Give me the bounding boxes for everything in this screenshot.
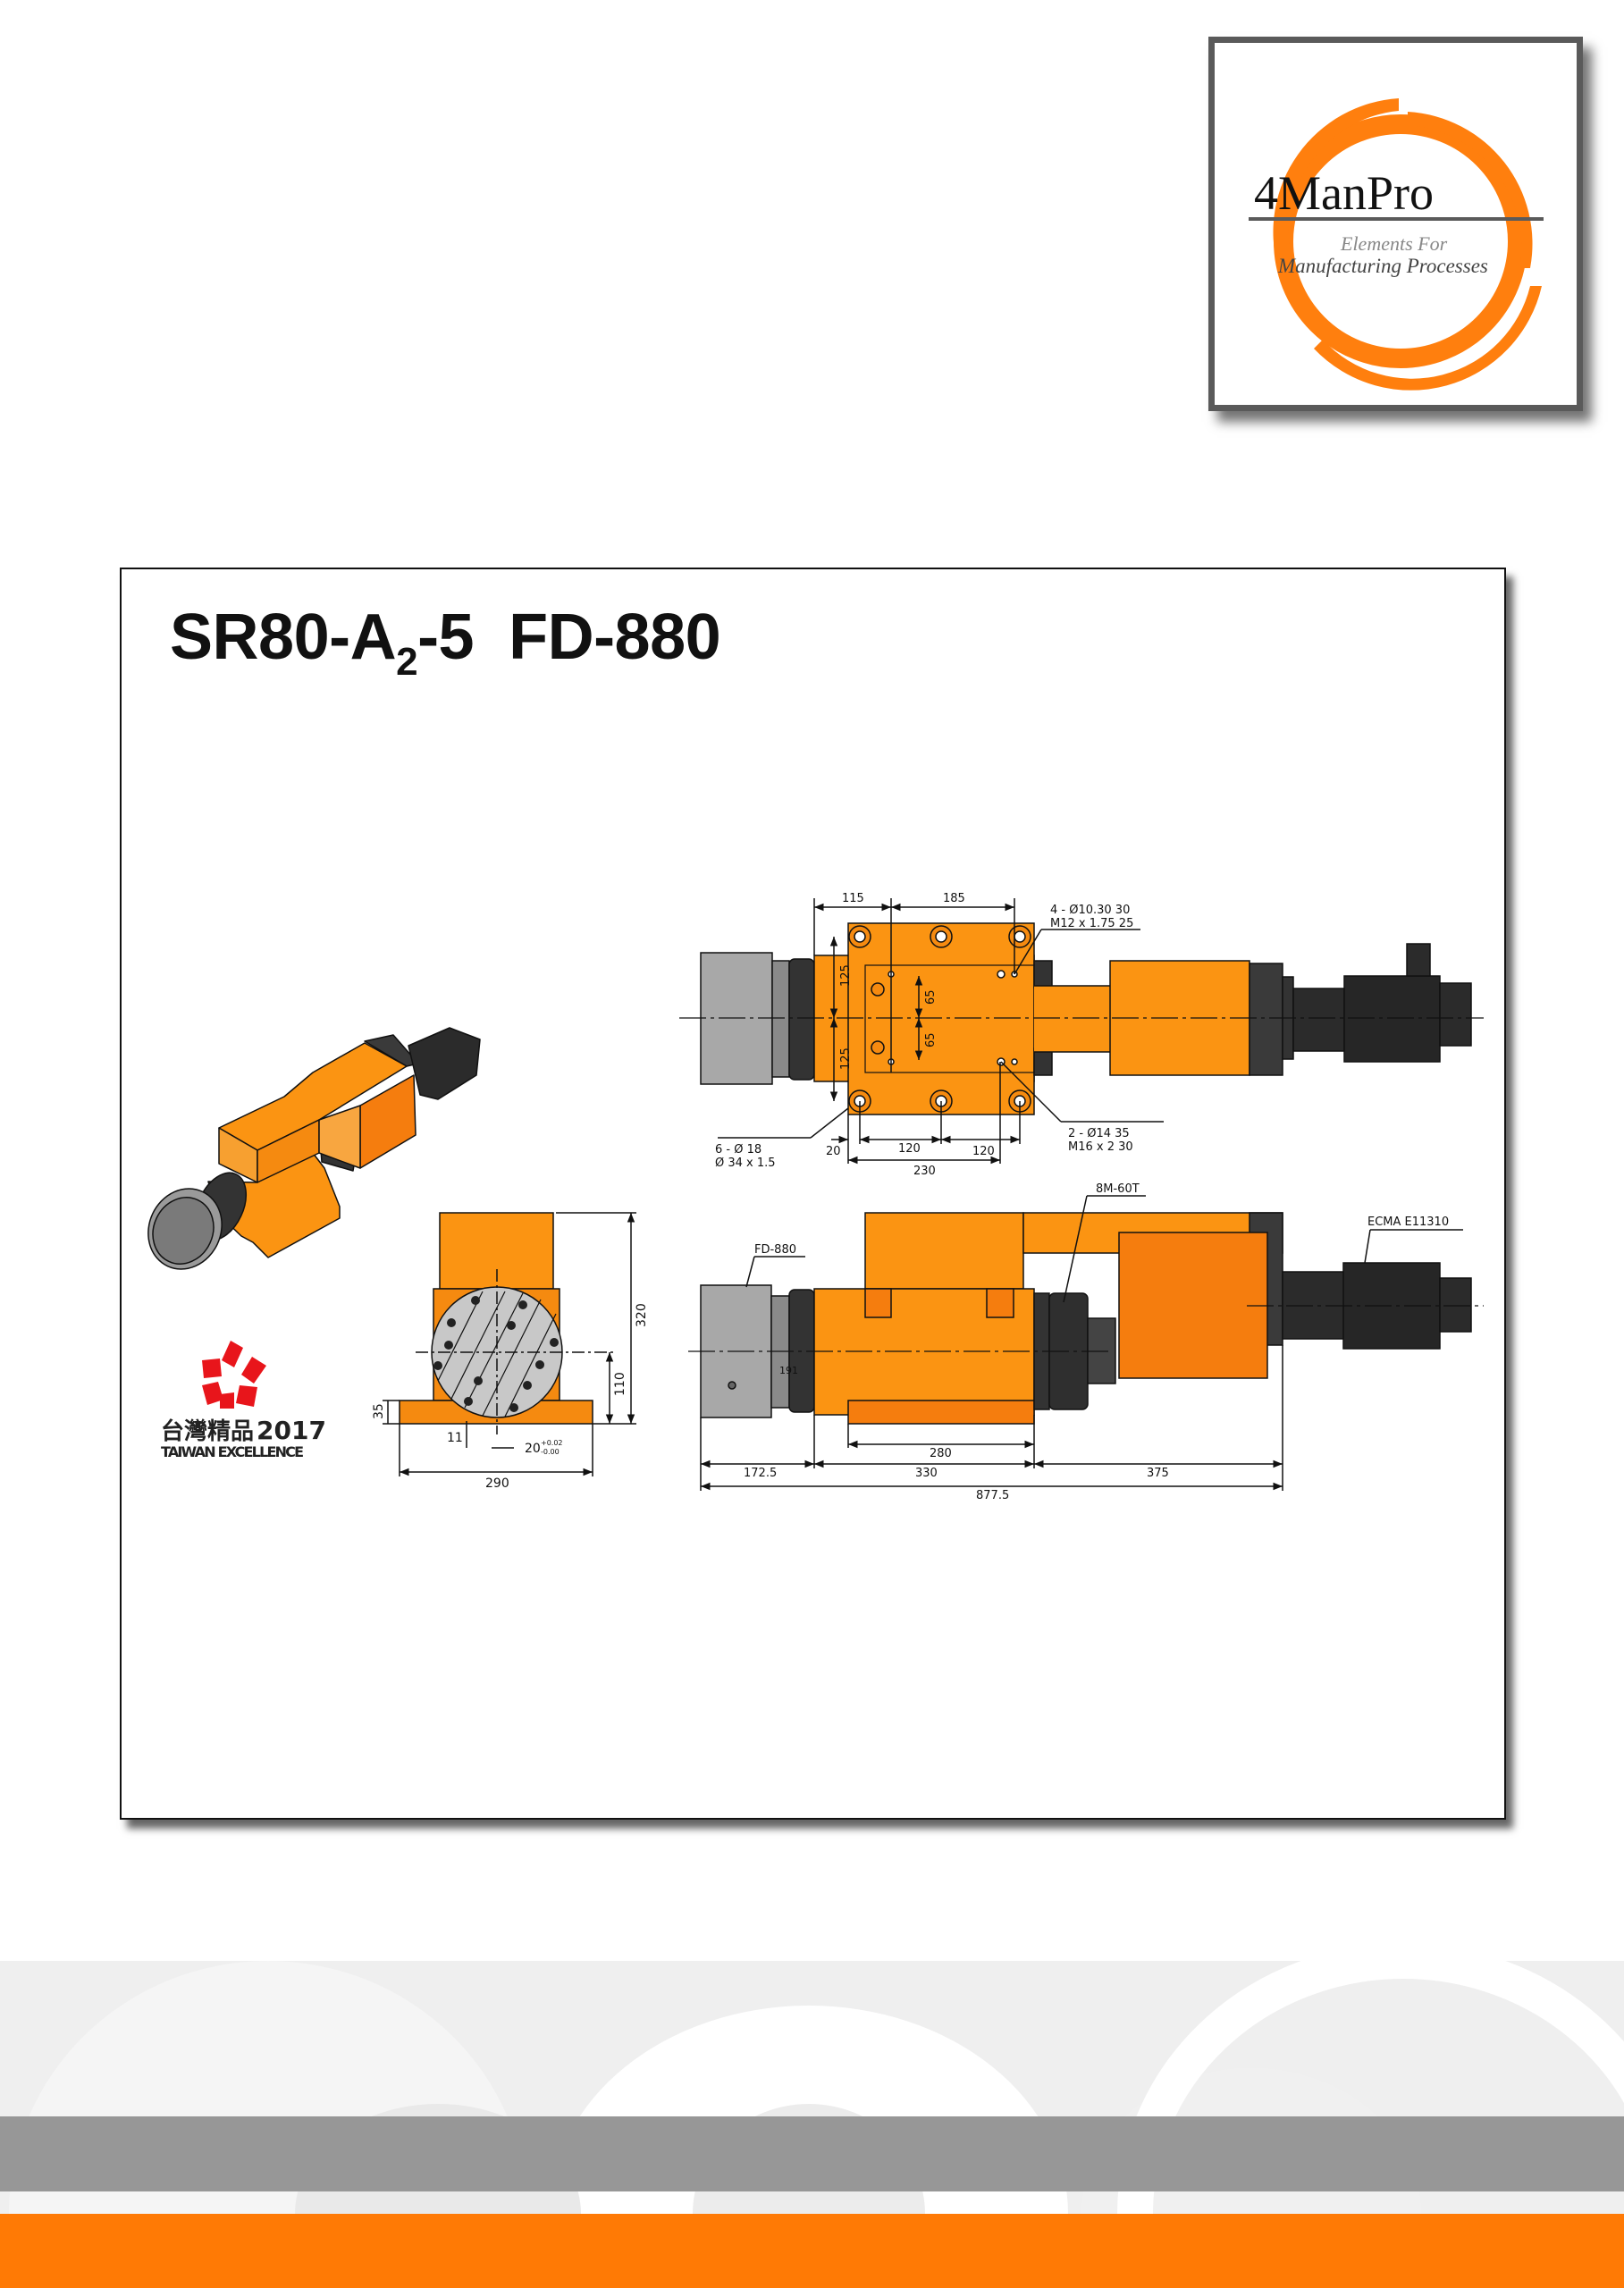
dim-20: 20 (826, 1145, 841, 1158)
dim-11: 11 (447, 1431, 463, 1445)
taiwan-excellence-award: 台灣精品 2017 TAIWAN EXCELLENCE (161, 1341, 326, 1460)
title-suffix: -5 FD-880 (417, 601, 721, 673)
top-view (679, 898, 1484, 1165)
product-sheet-panel (120, 568, 1506, 1820)
dim-115: 115 (842, 892, 864, 905)
technical-drawings: 台灣精品 2017 TAIWAN EXCELLENCE 320 (147, 892, 1484, 1502)
dim-375: 375 (1147, 1467, 1169, 1480)
end-view-dimensions: 320 110 35 11 20 +0.02 -0.00 290 (372, 1303, 649, 1491)
dim-230: 230 (913, 1165, 936, 1178)
tolerance-plus: +0.02 (541, 1439, 563, 1447)
top-view-dimensions: 115 185 4 - Ø10.30 30 M12 x 1.75 25 2 - … (715, 892, 1133, 1178)
dim-120-b: 120 (972, 1145, 995, 1158)
dim-280: 280 (930, 1447, 952, 1460)
dim-20: 20 (525, 1442, 541, 1456)
hole-note-1b: M12 x 1.75 25 (1050, 917, 1133, 930)
logo-tagline-2: Manufacturing Processes (1277, 255, 1488, 277)
award-chinese: 台灣精品 (161, 1417, 254, 1445)
hole-note-3a: 6 - Ø 18 (715, 1143, 762, 1157)
tolerance-minus: -0.00 (541, 1448, 560, 1456)
dim-191: 191 (779, 1365, 798, 1376)
dim-877-5: 877.5 (976, 1489, 1009, 1502)
award-year: 2017 (257, 1416, 326, 1445)
dim-120-a: 120 (898, 1142, 921, 1156)
footer-gray-band (0, 2116, 1624, 2191)
page-title: SR80-A2-5 FD-880 (170, 601, 721, 685)
company-logo: 4ManPro Elements For Manufacturing Proce… (1208, 37, 1583, 411)
dim-172-5: 172.5 (744, 1467, 777, 1480)
dim-330: 330 (915, 1467, 938, 1480)
logo-arc-icon (1273, 98, 1399, 268)
hole-note-3b: Ø 34 x 1.5 (715, 1157, 776, 1170)
hole-note-2a: 2 - Ø14 35 (1068, 1127, 1130, 1140)
side-view-dimensions: 8M-60T ECMA E11310 FD-880 191 280 172.5 … (744, 1182, 1449, 1502)
dim-35: 35 (372, 1403, 386, 1419)
label-chuck: FD-880 (754, 1243, 796, 1257)
dim-125-lower: 125 (839, 1047, 853, 1070)
award-english: TAIWAN EXCELLENCE (161, 1443, 304, 1460)
hole-note-1a: 4 - Ø10.30 30 (1050, 904, 1130, 917)
logo-graphic: 4ManPro Elements For Manufacturing Proce… (1249, 98, 1544, 391)
dim-185: 185 (943, 892, 965, 905)
label-motor: ECMA E11310 (1367, 1216, 1449, 1229)
logo-arc-icon (1314, 286, 1542, 391)
footer-orange-band (0, 2214, 1624, 2288)
logo-brand: 4ManPro (1254, 166, 1434, 220)
logo-arc-icon (1408, 112, 1533, 268)
dim-290: 290 (485, 1476, 509, 1491)
logo-divider (1249, 217, 1544, 221)
dim-320: 320 (635, 1303, 649, 1327)
title-subscript: 2 (396, 640, 418, 684)
title-prefix: SR80-A (170, 601, 397, 673)
side-view (688, 1195, 1484, 1491)
hole-note-2b: M16 x 2 30 (1068, 1140, 1133, 1154)
isometric-view (147, 1027, 481, 1270)
dim-65-upper: 65 (924, 989, 938, 1005)
award-star-icon (202, 1341, 266, 1409)
dim-125-upper: 125 (839, 964, 853, 987)
dim-65-lower: 65 (924, 1032, 938, 1047)
end-view (383, 1212, 636, 1476)
dim-110: 110 (613, 1372, 627, 1396)
logo-tagline-1: Elements For (1340, 232, 1448, 255)
label-belt: 8M-60T (1096, 1182, 1140, 1196)
